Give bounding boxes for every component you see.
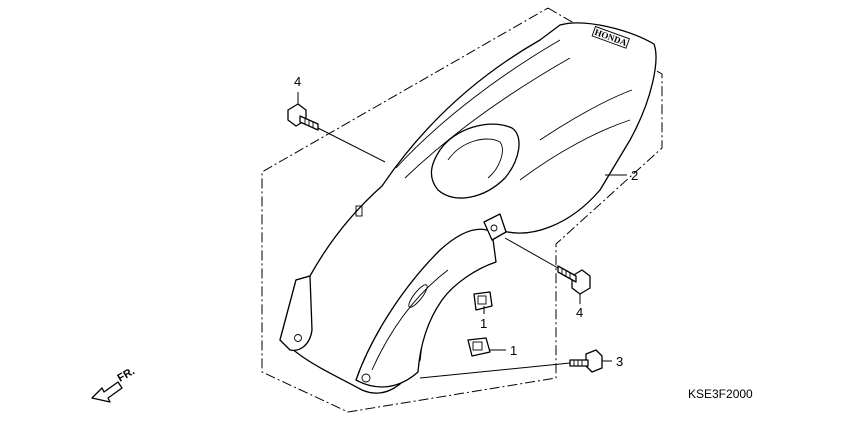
callout-3: 3 bbox=[616, 354, 623, 369]
diagram-code: KSE3F2000 bbox=[688, 387, 753, 401]
flange-bolt-lower bbox=[569, 349, 603, 373]
direction-label: FR. bbox=[116, 365, 137, 384]
callout-4-right: 4 bbox=[576, 305, 583, 320]
callout-1-upper: 1 bbox=[480, 316, 487, 331]
rear-fender: HONDA bbox=[279, 22, 657, 394]
callout-2: 2 bbox=[631, 168, 638, 183]
flange-bolt-right bbox=[557, 265, 591, 295]
assembly-outline bbox=[261, 7, 663, 413]
clip-nut-lower bbox=[467, 337, 491, 357]
clip-nut-upper bbox=[473, 291, 493, 311]
front-direction-arrow: FR. bbox=[91, 365, 137, 403]
callout-4-upper: 4 bbox=[294, 74, 301, 89]
callout-1-lower: 1 bbox=[510, 343, 517, 358]
flange-bolt-upper bbox=[287, 103, 319, 131]
